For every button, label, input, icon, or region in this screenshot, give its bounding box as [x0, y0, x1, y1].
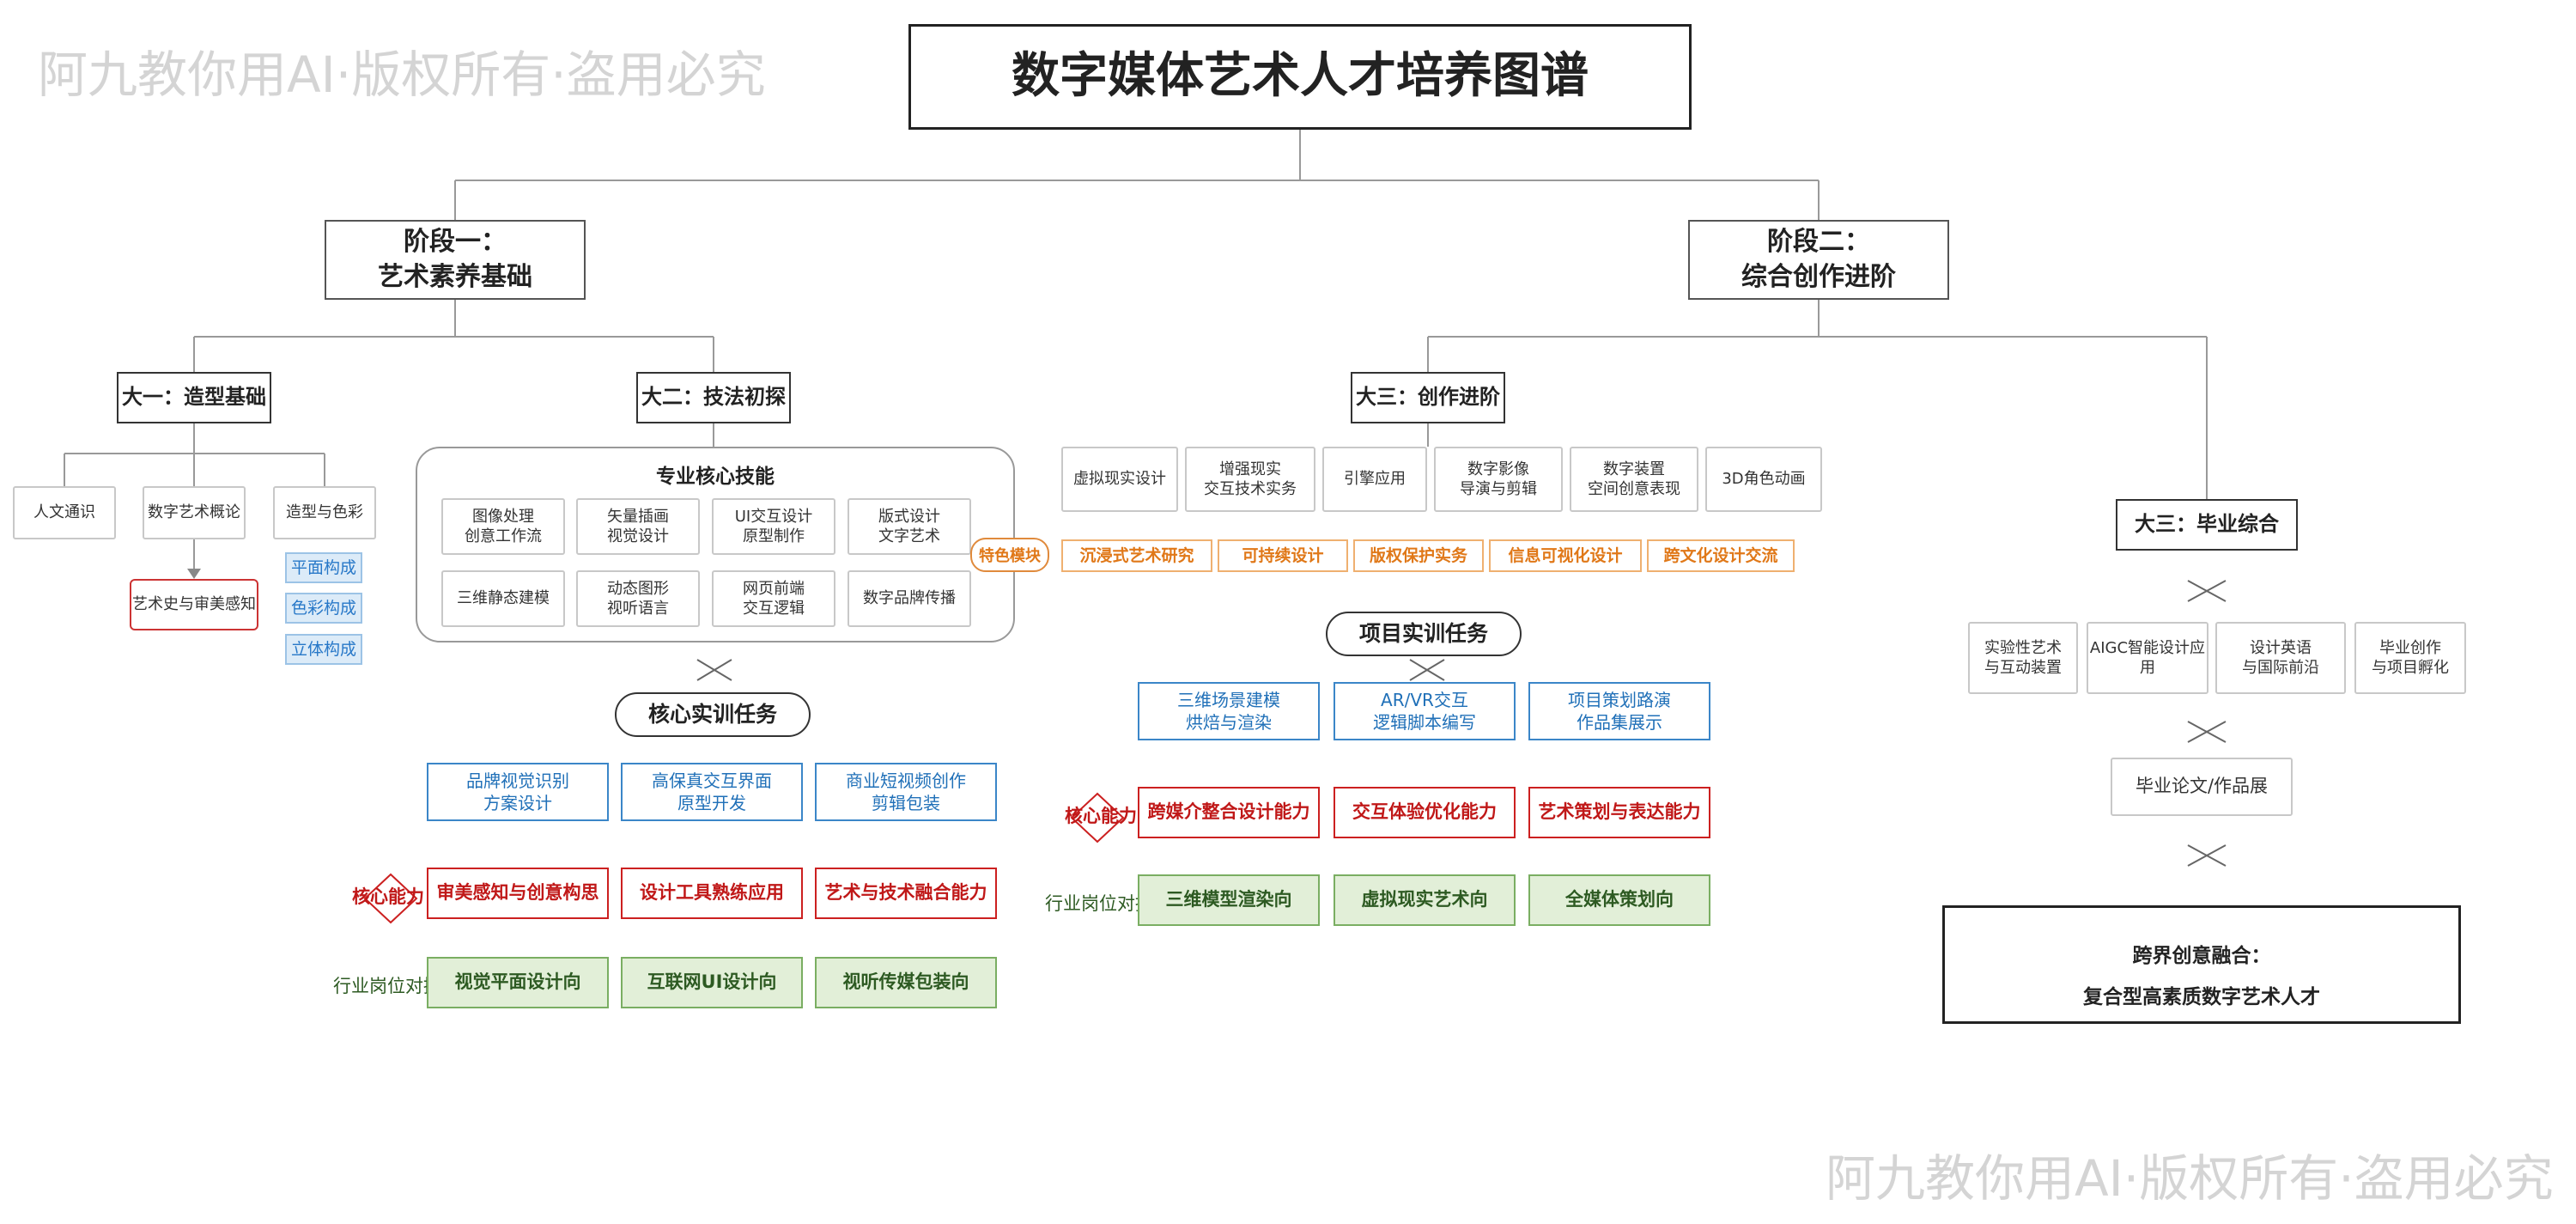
skill-box: 网页前端 交互逻辑: [712, 570, 835, 627]
course-box: 增强现实 交互技术实务: [1185, 447, 1315, 512]
connector-stage2-years: [1427, 300, 2208, 499]
tag-color-composition: 色彩构成: [285, 593, 362, 624]
course-box: 人文通识: [13, 486, 116, 539]
feature-module-box: 信息可视化设计: [1489, 539, 1642, 572]
career-box: 视听传媒包装向: [815, 957, 997, 1008]
course-box: 数字装置 空间创意表现: [1570, 447, 1698, 512]
feature-module-badge: 特色模块: [970, 538, 1049, 572]
core-skills-title: 专业核心技能: [656, 466, 775, 488]
cross-connector-year4-a: [2187, 580, 2227, 602]
skill-box: 数字品牌传播: [848, 570, 971, 627]
course-box: 数字艺术概论: [143, 486, 246, 539]
core-training-pill: 核心实训任务: [615, 692, 811, 737]
core-ability-box: 艺术策划与表达能力: [1528, 787, 1710, 838]
course-box: 毕业创作 与项目孵化: [2354, 622, 2466, 694]
career-label: 行业岗位对接: [1045, 893, 1139, 914]
year2-header: 大二：技法初探: [636, 372, 791, 423]
final-outcome-line1: 跨界创意融合：: [2132, 945, 2271, 967]
page-title: 数字媒体艺术人才培养图谱: [908, 24, 1692, 130]
course-box: 设计英语 与国际前沿: [2215, 622, 2346, 694]
training-task: 三维场景建模 烘焙与渲染: [1138, 682, 1320, 740]
cross-connector-year4-c: [2187, 844, 2227, 867]
connector-year1-courses: [64, 423, 325, 486]
career-box: 三维模型渲染向: [1138, 874, 1320, 926]
core-ability-label: 核心能力: [352, 886, 424, 907]
cross-connector-year3: [1409, 659, 1445, 681]
watermark-bottom: 阿九教你用AI·版权所有·盗用必究: [1826, 1149, 2554, 1208]
year3-header: 大三：创作进阶: [1351, 372, 1505, 423]
skill-box: 图像处理 创意工作流: [441, 498, 565, 555]
art-history-box: 艺术史与审美感知: [130, 579, 258, 630]
core-ability-box: 设计工具熟练应用: [621, 868, 803, 919]
core-ability-box: 交互体验优化能力: [1334, 787, 1516, 838]
year1-header: 大一：造型基础: [117, 372, 271, 423]
training-task: AR/VR交互 逻辑脚本编写: [1334, 682, 1516, 740]
training-task: 高保真交互界面 原型开发: [621, 763, 803, 821]
diamond-icon-year2: [363, 873, 418, 924]
course-box: 引擎应用: [1322, 447, 1427, 512]
course-box: 数字影像 导演与剪辑: [1434, 447, 1563, 512]
arrow-head-art-history: [187, 569, 201, 579]
core-ability-box: 跨媒介整合设计能力: [1138, 787, 1320, 838]
skill-box: 版式设计 文字艺术: [848, 498, 971, 555]
project-training-pill: 项目实训任务: [1326, 612, 1522, 656]
core-ability-label: 核心能力: [1065, 806, 1137, 826]
feature-module-box: 版权保护实务: [1353, 539, 1484, 572]
feature-module-box: 跨文化设计交流: [1647, 539, 1795, 572]
cross-connector-year2: [696, 659, 732, 681]
final-outcome-line2: 复合型高素质数字艺术人才: [2083, 986, 2320, 1008]
skill-box: 三维静态建模: [441, 570, 565, 627]
watermark-top: 阿九教你用AI·版权所有·盗用必究: [38, 46, 766, 104]
stage-one-box: 阶段一： 艺术素养基础: [325, 220, 586, 300]
course-box: AIGC智能设计应用: [2087, 622, 2208, 694]
course-box: 3D角色动画: [1705, 447, 1822, 512]
feature-module-box: 可持续设计: [1218, 539, 1348, 572]
training-task: 项目策划路演 作品集展示: [1528, 682, 1710, 740]
core-ability-box: 审美感知与创意构思: [427, 868, 609, 919]
training-task: 品牌视觉识别 方案设计: [427, 763, 609, 821]
skill-box: UI交互设计 原型制作: [712, 498, 835, 555]
cross-connector-year4-b: [2187, 721, 2227, 743]
core-ability-box: 艺术与技术融合能力: [815, 868, 997, 919]
career-box: 全媒体策划向: [1528, 874, 1710, 926]
connector-title-stages: [454, 130, 1820, 220]
career-box: 互联网UI设计向: [621, 957, 803, 1008]
career-box: 视觉平面设计向: [427, 957, 609, 1008]
skill-box: 矢量插画 视觉设计: [576, 498, 700, 555]
tag-plane-composition: 平面构成: [285, 552, 362, 583]
connector-stage1-years: [193, 300, 714, 372]
stage-two-box: 阶段二： 综合创作进阶: [1688, 220, 1949, 300]
thesis-box: 毕业论文/作品展: [2111, 758, 2293, 816]
diamond-icon-year3: [1070, 792, 1125, 843]
final-outcome-box: 跨界创意融合： 复合型高素质数字艺术人才: [1942, 905, 2461, 1024]
course-box: 实验性艺术 与互动装置: [1968, 622, 2078, 694]
skill-box: 动态图形 视听语言: [576, 570, 700, 627]
course-box: 造型与色彩: [273, 486, 376, 539]
career-label: 行业岗位对接: [333, 976, 428, 996]
feature-module-box: 沉浸式艺术研究: [1061, 539, 1212, 572]
training-task: 商业短视频创作 剪辑包装: [815, 763, 997, 821]
career-box: 虚拟现实艺术向: [1334, 874, 1516, 926]
tag-3d-composition: 立体构成: [285, 634, 362, 665]
course-box: 虚拟现实设计: [1061, 447, 1178, 512]
year4-header: 大三：毕业综合: [2116, 499, 2298, 551]
